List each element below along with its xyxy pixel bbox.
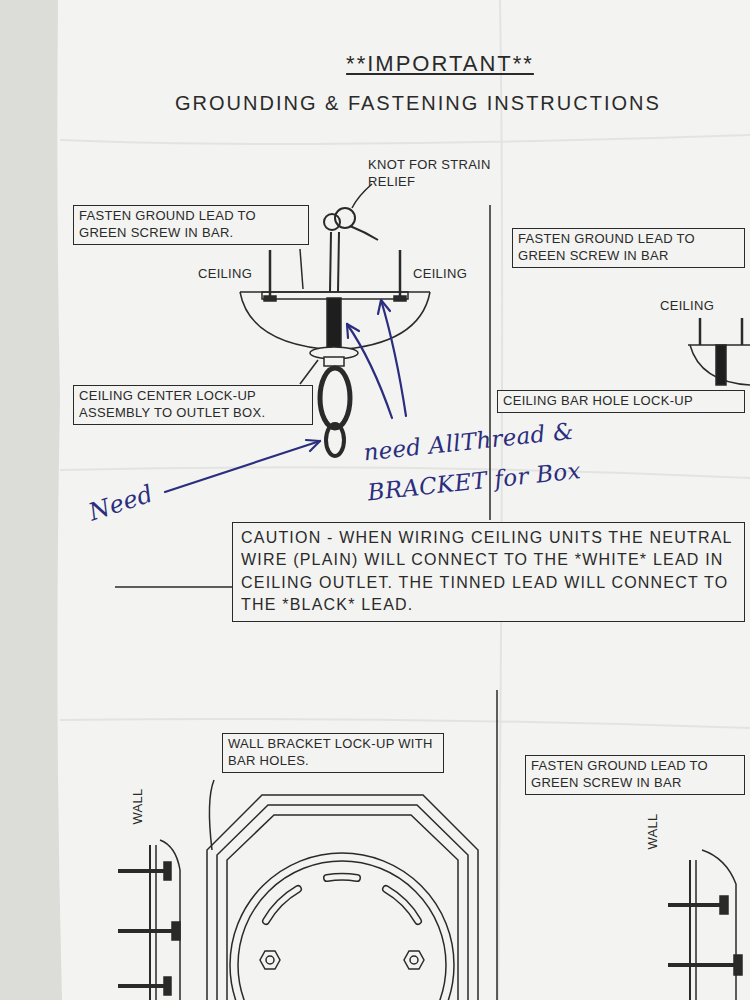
ground-note-box: FASTEN GROUND LEAD TO GREEN SCREW IN BAR (512, 228, 745, 268)
page-subtitle: GROUNDING & FASTENING INSTRUCTIONS (175, 90, 745, 116)
box-text: CEILING BAR HOLE LOCK-UP (503, 393, 739, 410)
handwritten-note: need AllThread & BRACKET for Box (361, 408, 608, 513)
box-text: WALL BRACKET LOCK-UP WITH BAR HOLES. (228, 736, 438, 770)
ground-note-box: FASTEN GROUND LEAD TO GREEN SCREW IN BAR (525, 755, 745, 795)
callout-label: KNOT FOR STRAIN RELIEF (368, 157, 508, 191)
lockup-note-box: WALL BRACKET LOCK-UP WITH BAR HOLES. (222, 733, 444, 773)
caution-box: CAUTION - WHEN WIRING CEILING UNITS THE … (232, 522, 745, 622)
wall-label: WALL (130, 788, 147, 824)
box-text: FASTEN GROUND LEAD TO GREEN SCREW IN BAR (518, 231, 739, 265)
lockup-note-box: CEILING BAR HOLE LOCK-UP (497, 390, 745, 413)
box-text: FASTEN GROUND LEAD TO GREEN SCREW IN BAR… (79, 208, 303, 242)
ceiling-label: CEILING (198, 266, 252, 283)
box-text: FASTEN GROUND LEAD TO GREEN SCREW IN BAR (531, 758, 739, 792)
ground-note-box: FASTEN GROUND LEAD TO GREEN SCREW IN BAR… (73, 205, 309, 245)
ceiling-label: CEILING (660, 298, 714, 315)
box-text: CAUTION - WHEN WIRING CEILING UNITS THE … (241, 527, 736, 617)
box-text: CEILING CENTER LOCK-UP ASSEMBLY TO OUTLE… (79, 388, 307, 422)
lockup-note-box: CEILING CENTER LOCK-UP ASSEMBLY TO OUTLE… (73, 385, 313, 425)
handwritten-note: Need (85, 479, 157, 529)
ceiling-label: CEILING (413, 266, 467, 283)
page-title: **IMPORTANT** (290, 50, 590, 79)
wall-label: WALL (645, 813, 662, 849)
